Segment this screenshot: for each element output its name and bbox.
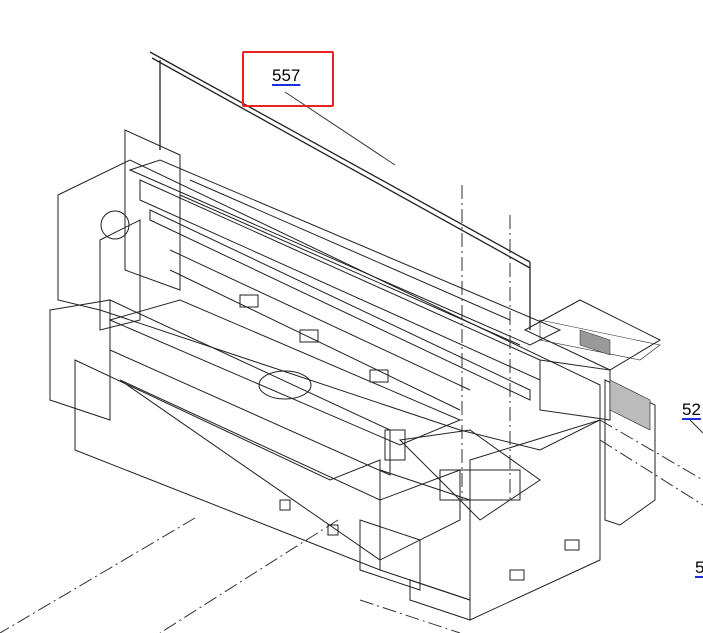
rod-part — [149, 51, 531, 330]
leader-lines — [0, 185, 703, 633]
highlight-box — [242, 51, 334, 107]
callout-557-link[interactable]: 557 — [272, 66, 301, 85]
printer-frame — [49, 129, 662, 621]
callout-5-link[interactable]: 5 — [695, 558, 703, 577]
callout-52-link[interactable]: 52 — [682, 400, 701, 419]
